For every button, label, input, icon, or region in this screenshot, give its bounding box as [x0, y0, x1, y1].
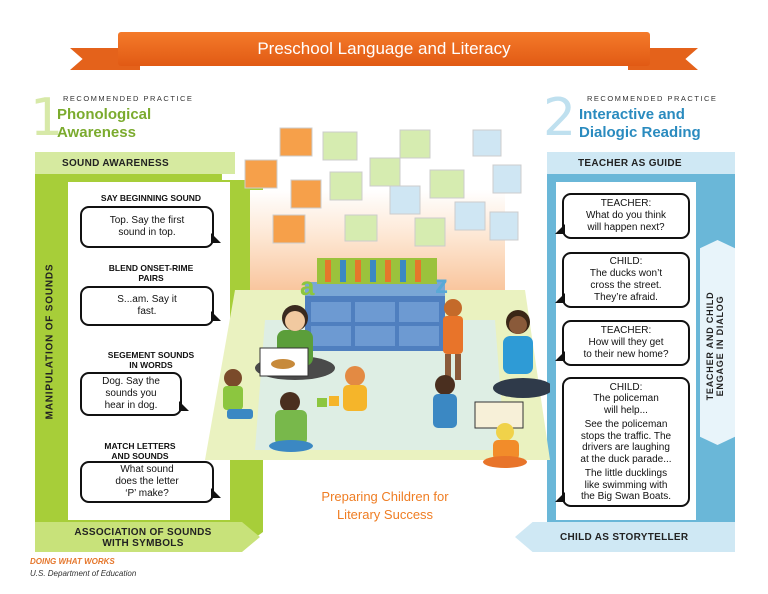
dialog2-line2: cross the street.	[590, 280, 662, 291]
practice1-title-line2: Awareness	[57, 124, 136, 141]
story-speaker: CHILD:	[609, 381, 643, 393]
item3-tag-line1: SEGEMENT SOUNDS	[107, 350, 195, 360]
item2-bubble-line1: S...am. Say it	[117, 294, 177, 305]
page-title: Preschool Language and Literacy	[118, 32, 650, 66]
item3-tag: SEGEMENT SOUNDS IN WORDS	[80, 350, 222, 370]
sound-awareness-label: SOUND AWARENESS	[62, 158, 169, 169]
item2-tag-line2: PAIRS	[138, 273, 164, 283]
practice2-number: 2	[543, 88, 577, 148]
block-letter-a: a	[300, 271, 315, 301]
storyteller-arrow	[515, 522, 735, 552]
story-p3-line3: the Big Swan Boats.	[580, 491, 672, 502]
item4-bubble-line2: does the letter	[115, 476, 179, 487]
engage-dialog-label: TEACHER AND CHILD ENGAGE IN DIALOG	[705, 281, 725, 411]
item2-tag-line1: BLEND ONSET-RIME	[108, 263, 194, 273]
wall-art	[244, 127, 522, 247]
item1-tag-line1: SAY BEGINNING SOUND	[100, 193, 202, 203]
dialog3-speaker: TEACHER:	[600, 325, 652, 336]
story-p1-line2: will help...	[604, 404, 648, 416]
bubble-tail	[555, 224, 565, 234]
children-right	[433, 299, 527, 468]
dialog3-line1: How will they get	[588, 337, 664, 348]
item1-bubble-line1: Top. Say the first	[109, 215, 185, 226]
bookshelf	[305, 258, 445, 351]
item1-tag: SAY BEGINNING SOUND	[80, 193, 222, 203]
item1-bubble-line2: sound in top.	[118, 227, 176, 238]
bubble-tail	[179, 401, 189, 411]
dialog3-line2: to their new home?	[583, 349, 669, 360]
manipulation-label: MANIPULATION OF SOUNDS	[44, 263, 56, 420]
storyteller-label: CHILD AS STORYTELLER	[560, 532, 689, 543]
story-p2-line3: drivers are laughing	[582, 442, 670, 453]
item4-bubble-line3: ‘P’ make?	[125, 488, 169, 499]
dialog1-line1: What do you think	[585, 210, 667, 221]
engage-dialog-line2: ENGAGE IN DIALOG	[715, 295, 725, 397]
story-p3-line2: like swimming with	[584, 479, 668, 491]
dialog2-line1: The ducks won’t	[589, 268, 663, 279]
teacher-guide-band	[547, 152, 735, 174]
story-p1-line1: The policeman	[593, 393, 659, 404]
teacher-left	[255, 305, 335, 380]
item4-tag-line2: AND SOUNDS	[111, 451, 169, 461]
sound-awareness-band	[35, 152, 235, 174]
practice1-title: Phonological Awareness	[57, 106, 151, 142]
center-caption-line1: Preparing Children for	[321, 489, 449, 504]
practice1-number: 1	[30, 88, 64, 148]
bubble-tail	[211, 233, 221, 243]
engage-dialog-line1: TEACHER AND CHILD	[705, 291, 715, 401]
practice1-title-line1: Phonological	[57, 106, 152, 123]
item4-tag: MATCH LETTERS AND SOUNDS	[80, 441, 200, 461]
association-label-line2: WITH SYMBOLS	[102, 538, 184, 549]
bubble-tail	[555, 293, 565, 303]
practice1-label: RECOMMENDED PRACTICE	[63, 94, 194, 103]
story-p2-line2: stops the traffic. The	[580, 430, 672, 442]
dialog2-line3: They’re afraid.	[594, 292, 658, 303]
story-p2-line4: at the duck parade...	[580, 453, 672, 465]
story-p2-line1: See the policeman	[584, 419, 668, 430]
center-caption-line2: Literary Success	[336, 507, 434, 522]
item3-bubble-line2: sounds you	[105, 388, 157, 399]
item2-tag: BLEND ONSET-RIME PAIRS	[80, 263, 222, 283]
association-label-line1: ASSOCIATION OF SOUNDS	[74, 527, 212, 538]
bubble-tail	[555, 351, 565, 361]
story-p3-line1: The little ducklings	[584, 468, 668, 479]
practice2-label: RECOMMENDED PRACTICE	[587, 94, 718, 103]
item3-bubble-line3: hear in dog.	[104, 400, 158, 411]
item3-tag-line2: IN WORDS	[129, 360, 173, 370]
item4-bubble-line1: What sound	[120, 464, 174, 475]
bubble-tail	[211, 311, 221, 321]
practice2-title-line2: Dialogic Reading	[579, 124, 701, 141]
bubble-tail	[555, 492, 565, 502]
story-bubble: CHILD: The policeman will help... See th…	[555, 377, 690, 507]
practice2-title-line1: Interactive and	[579, 106, 685, 123]
dialog1-speaker: TEACHER:	[600, 198, 652, 209]
item3-bubble-line1: Dog. Say the	[102, 376, 160, 387]
dialog2-speaker: CHILD:	[609, 256, 643, 267]
item4-tag-line1: MATCH LETTERS	[104, 441, 176, 451]
classroom-illustration: a z	[205, 127, 550, 468]
dialog1-line2: will happen next?	[587, 222, 665, 233]
dialog-arrow	[700, 240, 735, 445]
association-label: ASSOCIATION OF SOUNDS WITH SYMBOLS	[58, 527, 228, 549]
item2-bubble-line2: fast.	[137, 306, 157, 317]
teacher-right	[493, 310, 550, 398]
bubble-tail	[211, 488, 221, 498]
center-caption: Preparing Children for Literary Success	[290, 488, 480, 524]
children-left	[223, 366, 367, 452]
teacher-guide-label: TEACHER AS GUIDE	[578, 158, 682, 169]
practice2-title: Interactive and Dialogic Reading	[579, 106, 701, 142]
footer-department: U.S. Department of Education	[30, 569, 137, 578]
block-letter-z: z	[435, 269, 448, 299]
association-arrow	[35, 522, 260, 552]
footer-program: DOING WHAT WORKS	[30, 557, 115, 566]
